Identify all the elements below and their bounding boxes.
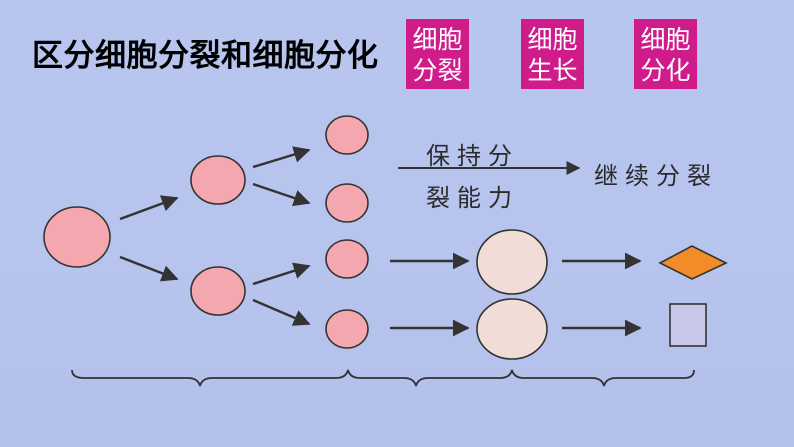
daughter-cell-bottom	[190, 266, 246, 316]
arrow	[252, 146, 311, 169]
annotation-keep-ability-line1: 保持分	[426, 142, 519, 170]
badge-line: 生长	[527, 56, 578, 85]
daughter-cell-top	[190, 155, 246, 205]
badge-line: 细胞	[412, 25, 463, 54]
arrow	[252, 298, 311, 326]
bottom-bracket	[71, 369, 695, 387]
annotation-continue-division: 继续分裂	[594, 162, 718, 190]
arrow	[119, 255, 179, 282]
page-title: 区分细胞分裂和细胞分化	[32, 38, 379, 74]
badge-line: 分裂	[412, 56, 463, 85]
badge-cell-division: 细胞 分裂	[406, 19, 469, 89]
badge-cell-growth: 细胞 生长	[521, 19, 584, 89]
granddaughter-cell-3	[325, 239, 369, 279]
differentiated-cell-rectangle	[669, 303, 707, 347]
grown-cell-2	[476, 298, 548, 360]
granddaughter-cell-4	[325, 309, 369, 349]
arrow	[252, 262, 311, 286]
grown-cell-1	[476, 229, 548, 295]
badge-line: 分化	[640, 56, 691, 85]
differentiated-cell-diamond	[658, 245, 728, 280]
mother-cell	[43, 206, 111, 268]
granddaughter-cell-1	[325, 115, 369, 155]
badge-line: 细胞	[527, 25, 578, 54]
granddaughter-cell-2	[325, 183, 369, 223]
badge-cell-differentiation: 细胞 分化	[634, 19, 697, 89]
annotation-keep-ability-line2: 裂能力	[426, 184, 519, 212]
arrow	[252, 182, 311, 207]
arrow	[119, 195, 179, 221]
badge-line: 细胞	[640, 25, 691, 54]
